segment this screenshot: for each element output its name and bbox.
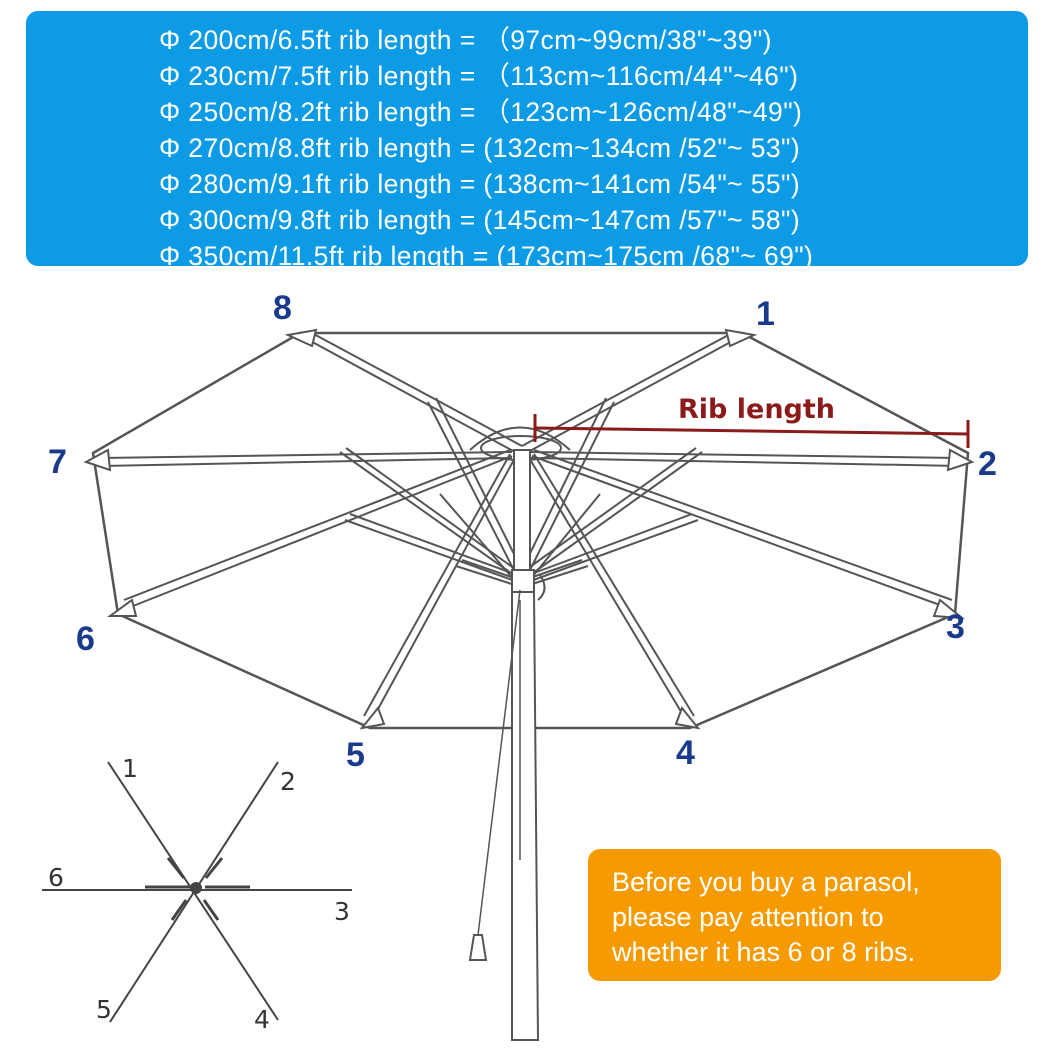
- six-rib-number-1: 1: [122, 754, 138, 783]
- spec-line-300cm: Φ 300cm/9.8ft rib length = (145cm~147cm …: [159, 205, 801, 235]
- six-rib-number-3: 3: [334, 897, 350, 926]
- rib-number-7: 7: [48, 443, 67, 481]
- six-rib-hub: [190, 882, 202, 894]
- rib-number-2: 2: [978, 445, 997, 483]
- main-ribs: [99, 331, 961, 721]
- note-line-2: please pay attention to: [612, 902, 884, 932]
- rib-count-note: Before you buy a parasol, please pay att…: [588, 849, 1001, 981]
- umbrella-pole: [468, 449, 546, 1041]
- rib-number-6: 6: [76, 620, 95, 658]
- spec-line-250cm: Φ 250cm/8.2ft rib length = （123cm~126cm/…: [159, 97, 803, 127]
- rib-number-5: 5: [346, 736, 365, 774]
- rib-length-label: Rib length: [678, 394, 835, 425]
- spec-line-350cm: Φ 350cm/11.5ft rib length = (173cm~175cm…: [159, 241, 814, 271]
- spec-line-280cm: Φ 280cm/9.1ft rib length = (138cm~141cm …: [159, 169, 801, 199]
- canopy-hub: [469, 426, 571, 451]
- six-rib-frame: [42, 761, 352, 1023]
- six-rib-number-5: 5: [96, 995, 112, 1024]
- spec-line-270cm: Φ 270cm/8.8ft rib length = (132cm~134cm …: [159, 133, 801, 163]
- rib-length-indicator: [533, 414, 970, 448]
- rib-number-1: 1: [756, 295, 775, 333]
- six-rib-number-4: 4: [254, 1005, 270, 1034]
- spec-line-200cm: Φ 200cm/6.5ft rib length = （97cm~99cm/38…: [159, 25, 772, 55]
- spec-line-230cm: Φ 230cm/7.5ft rib length = （113cm~116cm/…: [159, 61, 799, 91]
- rib-tip-caps: [83, 328, 975, 730]
- rib-number-4: 4: [676, 734, 695, 772]
- rib-length-spec-panel: Φ 200cm/6.5ft rib length = （97cm~99cm/38…: [26, 11, 1028, 271]
- rib-number-3: 3: [946, 608, 965, 646]
- rib-number-8: 8: [273, 289, 292, 327]
- note-line-3: whether it has 6 or 8 ribs.: [612, 937, 916, 967]
- stretchers: [339, 397, 703, 587]
- pull-cord-weight: [468, 934, 488, 961]
- six-rib-number-6: 6: [48, 863, 64, 892]
- note-line-1: Before you buy a parasol,: [612, 867, 920, 897]
- six-rib-number-2: 2: [280, 767, 296, 796]
